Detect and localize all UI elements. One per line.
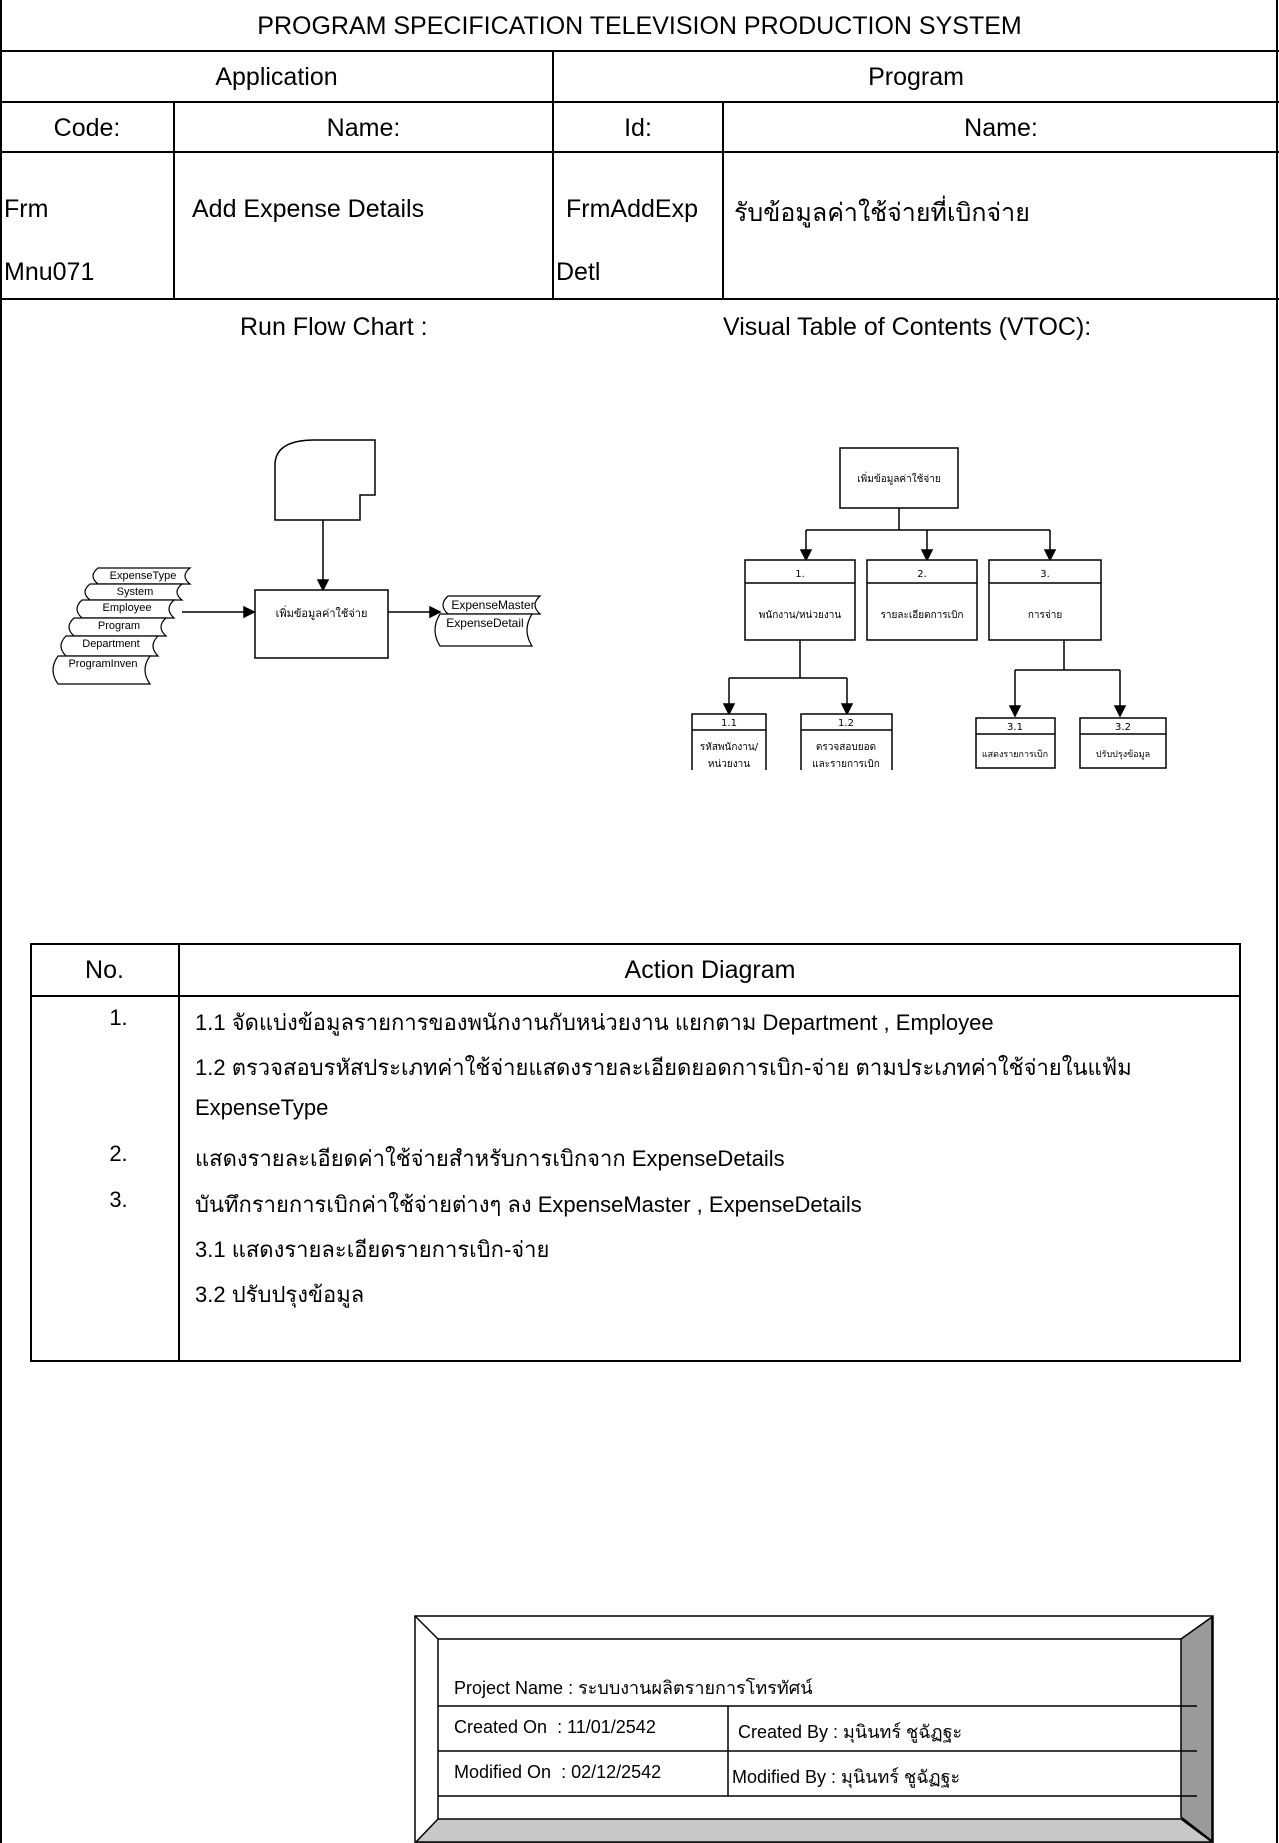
input-file-label: Program [97,620,141,632]
vtoc-n12-l2: และรายการเบิก [812,759,880,770]
action-row-no: 1. [109,1005,128,1030]
process-box [254,589,389,659]
input-file-symbol [76,599,176,619]
process-label: เพิ่มข้อมูลค่าใช้จ่าย [275,607,368,620]
project-info-box: Project Name : ระบบงานผลิตรายการโทรทัศน์… [414,1615,1214,1843]
vtoc-root-box [839,447,959,509]
vtoc-node-1-1 [691,713,767,770]
input-file-label: Department [82,638,140,650]
input-file-symbol [92,567,192,585]
output-file-label: ExpenseDetail [446,616,524,630]
spec-header: PROGRAM SPECIFICATION TELEVISION PRODUCT… [0,0,1279,300]
input-file-symbol [68,617,168,637]
output-file-label: ExpenseMaster [451,598,535,612]
page-title: PROGRAM SPECIFICATION TELEVISION PRODUCT… [257,12,1022,40]
display-symbol [274,439,376,521]
input-file-symbol [52,655,152,685]
vtoc-n11-no: 1.1 [721,718,737,729]
header-grid [0,0,1279,300]
vtoc-title: Visual Table of Contents (VTOC): [723,313,1092,341]
action-row-text: 1.1 จัดแบ่งข้อมูลรายการของพนักงานกับหน่ว… [195,1010,994,1035]
application-label: Application [215,63,338,91]
input-file-label: ProgramInven [68,658,138,670]
action-table: No. Action Diagram 1. 1.1 จัดแบ่งข้อมูลรา… [30,943,1241,1362]
vtoc-n31-label: แสดงรายการเบิก [982,749,1048,760]
run-flow-chart [52,439,542,685]
action-row-no: 2. [109,1141,128,1166]
vtoc-n1-label: พนักงาน/หน่วยงาน [759,610,842,621]
vtoc-node-2 [866,559,978,641]
action-row-text: 3.1 แสดงรายละเอียดรายการเบิก-จ่าย [195,1237,550,1262]
action-row-text: 3.2 ปรับปรุงข้อมูล [195,1282,365,1307]
output-file-symbol [434,613,534,647]
vtoc-chart: เพิ่มข้อมูลค่าใช้จ่าย 1. พนักงาน/หน่วยงา… [691,447,1167,770]
input-file-symbol [84,583,184,601]
action-row-text: บันทึกรายการเบิกค่าใช้จ่ายต่างๆ ลง Expen… [195,1192,862,1217]
created-by: Created By : มุนินทร์ ชูฉัฏฐะ [738,1722,963,1742]
modified-on-value: : 02/12/2542 [561,1762,662,1782]
vtoc-n11-l2: หน่วยงาน [708,759,750,770]
prog-name-value: รับข้อมูลค่าใช้จ่ายที่เบิกจ่าย [734,199,1030,227]
page-borders [0,299,1278,1843]
no-header: No. [85,956,124,984]
modified-on-label: Modified On [454,1762,552,1782]
output-file-symbol [442,595,542,615]
program-label: Program [868,63,964,91]
vtoc-n11-l1: รหัสพนักงาน/ [700,742,759,753]
action-table-grid [30,943,1241,1362]
code-line2: Mnu071 [4,258,95,286]
vtoc-node-3-1 [975,717,1056,769]
app-name-label: Name: [326,114,401,142]
app-name-value: Add Expense Details [192,195,425,223]
action-row-text: 1.2 ตรวจสอบรหัสประเภทค่าใช้จ่ายแสดงรายละ… [195,1055,1132,1080]
vtoc-node-1-2 [800,713,893,770]
run-flow-title: Run Flow Chart : [240,313,428,341]
vtoc-node-3-2 [1079,717,1167,769]
input-file-symbol [60,635,160,657]
vtoc-n3-no: 3. [1040,569,1050,580]
created-on-value: : 11/01/2542 [557,1717,656,1737]
vtoc-n1-no: 1. [795,569,805,580]
action-row-text: แสดงรายละเอียดค่าใช้จ่ายสำหรับการเบิกจาก… [195,1146,785,1171]
vtoc-n2-label: รายละเอียดการเบิก [881,609,964,621]
action-row-no: 3. [109,1187,128,1212]
vtoc-n31-no: 3.1 [1007,722,1023,733]
info-box-frame [414,1615,1214,1843]
vtoc-n3-label: การจ่าย [1028,610,1062,621]
vtoc-node-1 [744,559,856,641]
id-line1: FrmAddExp [566,195,698,223]
project-name-label: Project Name [454,1678,564,1698]
action-diagram-header: Action Diagram [624,956,796,984]
id-label: Id: [624,114,652,142]
vtoc-n32-label: ปรับปรุงข้อมูล [1096,749,1150,760]
vtoc-n32-no: 3.2 [1115,722,1131,733]
vtoc-root-label: เพิ่มข้อมูลค่าใช้จ่าย [857,471,940,485]
action-row-text: ExpenseType [195,1095,329,1120]
vtoc-n12-no: 1.2 [838,718,854,729]
id-line2: Detl [556,258,601,286]
prog-name-label: Name: [964,114,1038,142]
code-line1: Frm [4,195,49,223]
input-file-label: ExpenseType [109,570,177,582]
vtoc-n12-l1: ตรวจสอบยอด [816,742,876,753]
created-on-label: Created On [454,1717,548,1737]
input-file-label: Employee [102,602,152,614]
project-name-value: : ระบบงานผลิตรายการโทรทัศน์ [568,1678,813,1698]
modified-by: Modified By : มุนินทร์ ชูฉัฏฐะ [732,1767,961,1787]
vtoc-n2-no: 2. [917,569,927,580]
code-label: Code: [53,114,121,142]
vtoc-node-3 [988,559,1102,641]
input-file-label: System [116,586,154,598]
